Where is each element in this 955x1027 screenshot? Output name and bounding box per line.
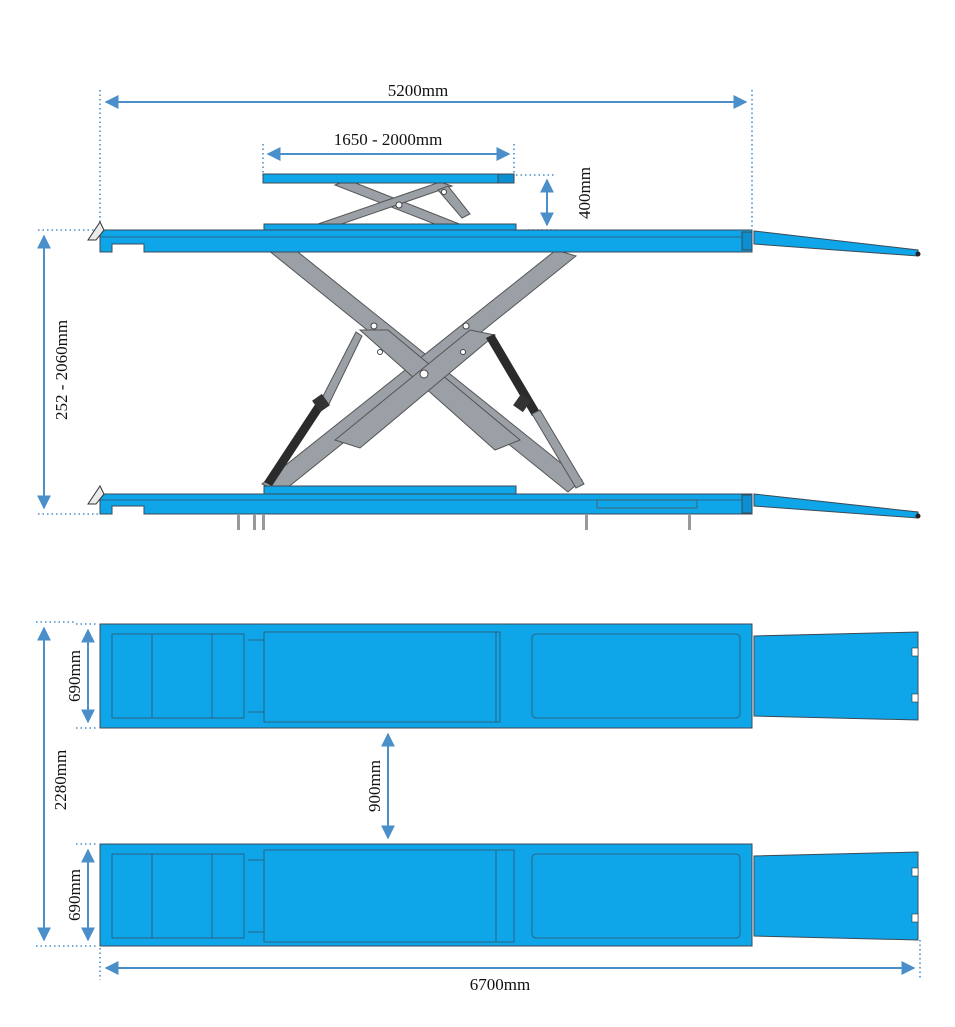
dim-gap: 900mm — [365, 732, 395, 840]
label-track-width-upper: 690mm — [65, 650, 84, 702]
dim-overall-length: 5200mm — [99, 81, 753, 228]
top-table — [262, 173, 515, 184]
top-view: 690mm 690mm 2280mm 900mm 6700mm — [36, 621, 921, 994]
dim-total-length: 6700mm — [99, 940, 921, 994]
label-track-width-lower: 690mm — [65, 869, 84, 921]
dim-track-width-upper: 690mm — [65, 623, 98, 729]
label-total-length: 6700mm — [470, 975, 530, 994]
top-table-scissor — [316, 179, 471, 231]
lower-platform — [87, 485, 921, 530]
label-gap: 900mm — [365, 760, 384, 812]
label-total-width: 2280mm — [51, 750, 70, 810]
dim-lift-height: 252 - 2060mm — [37, 229, 98, 515]
label-table-height: 400mm — [575, 167, 594, 219]
side-view: 5200mm 1650 - 2000mm 400mm 252 - 2060mm — [37, 81, 921, 530]
label-overall-length: 5200mm — [388, 81, 448, 100]
scissor-mechanism — [261, 243, 585, 493]
dim-top-table: 1650 - 2000mm — [262, 130, 515, 176]
runway-upper — [99, 623, 919, 729]
upper-platform — [87, 221, 921, 257]
dim-total-width: 2280mm — [36, 621, 76, 947]
dim-table-height: 400mm — [516, 167, 594, 231]
runway-lower — [99, 843, 919, 947]
label-lift-height: 252 - 2060mm — [52, 320, 71, 420]
dim-track-width-lower: 690mm — [65, 843, 98, 947]
label-top-table: 1650 - 2000mm — [334, 130, 443, 149]
